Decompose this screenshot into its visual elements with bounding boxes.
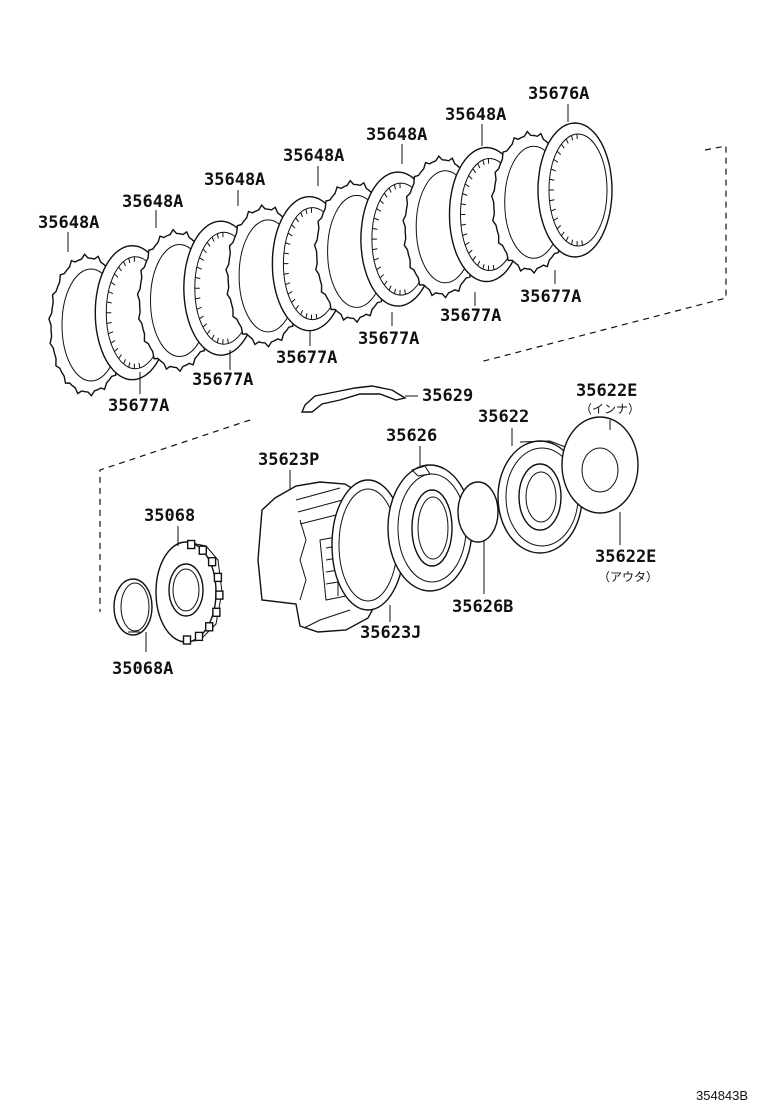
plate-spline-teeth [371,183,406,296]
part-35629-spring [300,385,407,413]
bearing-bolt [198,545,208,555]
bearing-bolt [194,631,204,642]
clutch-plate-stack [48,122,613,397]
label-35623J: 35623J [360,623,421,643]
diagram-code: 354843B [696,1088,748,1103]
label-35677A: 35677A [192,370,253,390]
label-35677A: 35677A [440,306,501,326]
label-35648A: 35648A [366,125,427,145]
label-35626: 35626 [386,426,437,446]
label-35622E-inner: 35622E [576,381,637,401]
label-35648A: 35648A [122,192,183,212]
label-35648A: 35648A [204,170,265,190]
label-35676A: 35676A [528,84,589,104]
label-35622E-inner-note: （インナ） [580,402,640,416]
plate-spline-teeth [460,158,495,271]
label-35068: 35068 [144,506,195,526]
part-35622E-washer [561,416,639,514]
plate-spline-teeth [194,232,229,345]
plate-spline-teeth [283,207,318,320]
label-35629: 35629 [422,386,473,406]
label-35068A: 35068A [112,659,173,679]
plate-spline-teeth [106,256,141,369]
label-35623P: 35623P [258,450,319,470]
part-35626-piston [387,464,473,592]
label-35648A: 35648A [38,213,99,233]
label-35677A: 35677A [276,348,337,368]
label-35626B: 35626B [452,597,513,617]
part-labels: 35676A 35648A 35648A 35648A 35648A 35648… [38,84,658,679]
part-35622-retainer [497,440,583,554]
bearing-bolt [212,607,221,617]
label-35648A: 35648A [283,146,344,166]
bearing-bolt [207,557,217,567]
part-35068A-snap-ring [113,578,153,636]
leader-lines [67,104,621,652]
label-35648A: 35648A [445,105,506,125]
plate-outer-edge [537,122,613,258]
plate-friction [537,122,613,258]
label-35622E-outer: 35622E [595,547,656,567]
part-35626B-seal [457,481,499,543]
bearing-bolt [213,572,223,583]
bearing-bolt [182,635,192,645]
label-35622E-outer-note: （アウタ） [598,570,658,584]
label-35677A: 35677A [520,287,581,307]
label-35622: 35622 [478,407,529,427]
bearing-bolt [215,590,224,600]
part-35068-bearing-plate [155,539,224,645]
label-35677A: 35677A [108,396,169,416]
assembly-boundary-dashed [99,145,727,612]
plate-spline-teeth [549,133,583,247]
label-35677A: 35677A [358,329,419,349]
bearing-bolt [186,539,196,550]
bearing-bolt [204,622,214,632]
